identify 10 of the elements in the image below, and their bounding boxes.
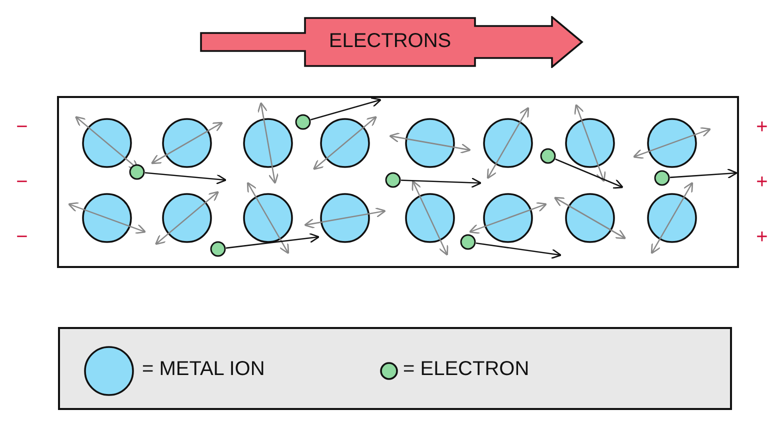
positive-terminal-sign: + [755,170,769,194]
negative-terminal-sign: − [15,225,29,249]
legend-text: = ELECTRON [403,358,530,381]
arrow-label: ELECTRONS [328,30,452,53]
legend-text: = METAL ION [142,358,265,381]
negative-terminal-sign: − [15,115,29,139]
positive-terminal-sign: + [755,115,769,139]
arrow-banner [200,16,584,68]
positive-terminal-sign: + [755,225,769,249]
negative-terminal-sign: − [15,170,29,194]
